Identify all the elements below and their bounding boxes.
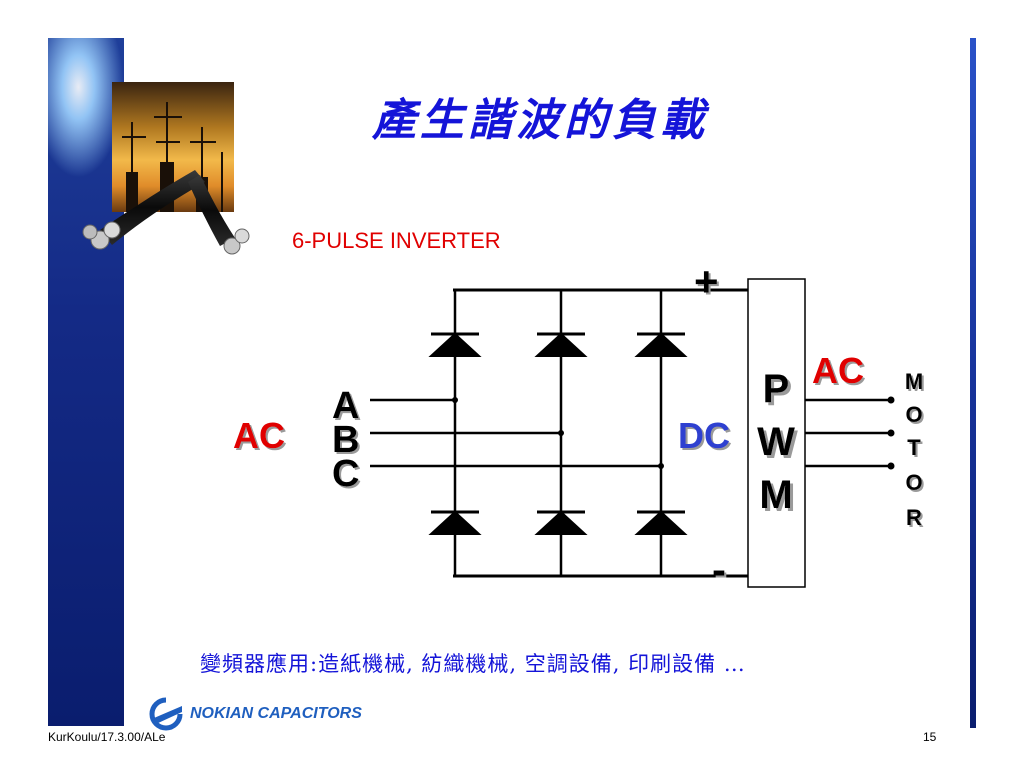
pwm-letter-m: M [759, 473, 792, 517]
diode-upper-b [534, 332, 588, 357]
motor-letter-o2: O [905, 470, 922, 495]
motor-letter-o1: O [905, 402, 922, 427]
motor-letter-r: R [906, 505, 922, 530]
junction-dot-c [658, 463, 664, 469]
dc-label: DC [678, 415, 730, 456]
output-terminal-1 [887, 396, 895, 404]
input-ac-label: AC [233, 415, 285, 456]
output-ac-label: AC [812, 350, 864, 391]
pwm-letter-w: W [757, 420, 795, 464]
diode-lower-b [534, 510, 588, 535]
nokian-logo-icon [149, 697, 183, 731]
right-decor-line [970, 38, 976, 728]
footer-reference: KurKoulu/17.3.00/ALe [48, 730, 166, 744]
diode-upper-c [634, 332, 688, 357]
slide-title: 產生諧波的負載 [372, 95, 708, 146]
diode-lower-c [634, 510, 688, 535]
pwm-letter-p: P [763, 367, 790, 411]
lightning-glow-decor [48, 38, 124, 178]
cable-bundle-icon [82, 170, 250, 255]
plus-label: + [694, 258, 719, 305]
pwm-block [747, 278, 806, 588]
phase-label-b: B [332, 419, 359, 461]
page-number: 15 [923, 730, 937, 744]
diode-lower-a [428, 510, 482, 535]
motor-letter-t: T [907, 435, 921, 460]
logo-wordmark: NOKIAN CAPACITORS [190, 705, 362, 722]
phase-label-c: C [332, 453, 359, 495]
diagram-subtitle: 6-PULSE INVERTER [292, 228, 501, 253]
minus-label: - [712, 546, 726, 593]
output-terminal-2 [887, 429, 895, 437]
phase-label-a: A [332, 385, 359, 427]
output-terminal-3 [887, 462, 895, 470]
junction-dot-b [558, 430, 564, 436]
motor-letter-m: M [905, 369, 923, 394]
applications-caption: 變頻器應用:造紙機械, 紡織機械, 空調設備, 印刷設備 … [200, 652, 746, 676]
junction-dot-a [452, 397, 458, 403]
company-logo: NOKIAN CAPACITORS [146, 696, 362, 732]
diode-upper-a [428, 332, 482, 357]
